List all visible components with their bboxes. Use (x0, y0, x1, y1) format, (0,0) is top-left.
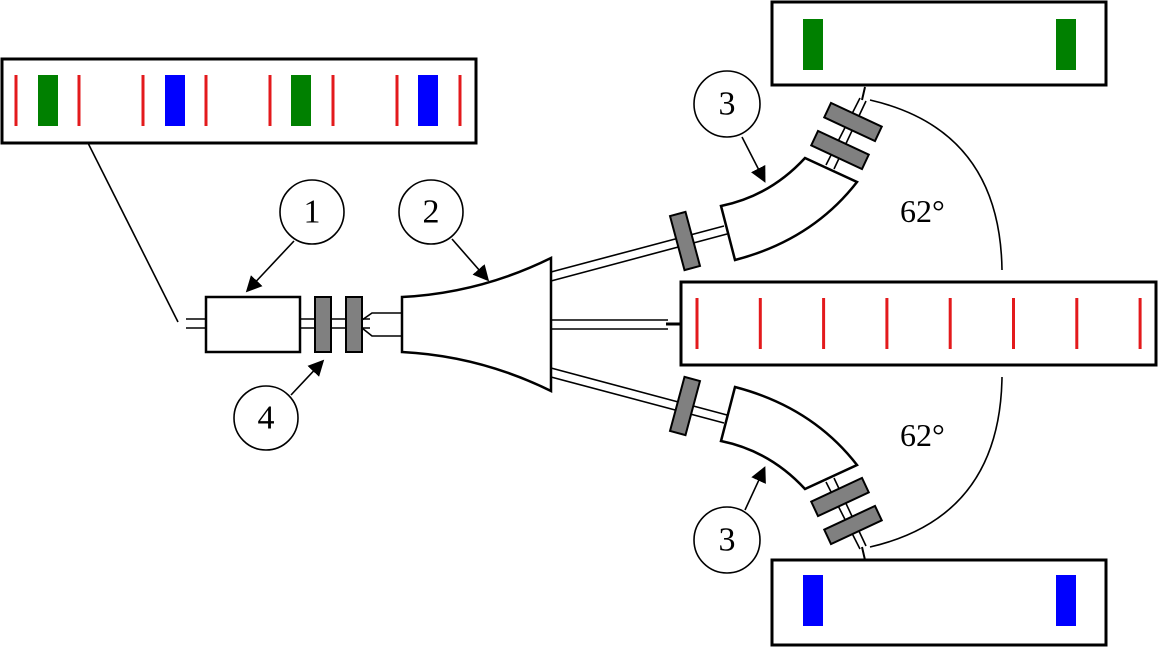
lower-branch-pipe (550, 367, 728, 424)
callout-4: 4 (233, 385, 299, 451)
callout-4-arrow (290, 359, 325, 396)
top-output-panel (770, 0, 1108, 87)
center-output-box (679, 280, 1158, 367)
top-green-mark (803, 19, 823, 70)
separator-horn (400, 255, 553, 394)
bottom-output-box (770, 558, 1108, 647)
center-red-mark (695, 298, 699, 349)
center-pipe (551, 319, 681, 330)
input-blue-mark (418, 75, 438, 126)
source-module (204, 295, 302, 354)
nozzle (361, 312, 402, 337)
top-output-box (770, 0, 1108, 87)
input-red-mark (268, 75, 272, 126)
center-red-mark (885, 298, 889, 349)
input-red-mark (77, 75, 81, 126)
input-pipe (186, 318, 207, 329)
input-leader-line (87, 142, 179, 323)
input-sequence-marks (14, 75, 462, 126)
upper-angle-label: 62° (900, 193, 945, 229)
lower-exit-gate-b (822, 504, 884, 546)
input-red-mark (395, 75, 399, 126)
input-red-mark (204, 75, 208, 126)
input-red-mark (458, 75, 462, 126)
lower-bender (719, 385, 859, 491)
input-red-mark (14, 75, 18, 126)
callout-1: 1 (279, 179, 345, 245)
lower-exit-gate-a (809, 476, 871, 518)
upper-exit-gate-b (822, 101, 884, 143)
bottom-blue-mark (1056, 575, 1076, 626)
callout-3-top-arrow (741, 136, 766, 183)
callout-3-top-label: 3 (719, 86, 736, 123)
gate-4a (314, 296, 332, 353)
center-red-mark (758, 298, 762, 349)
bottom-output-marks (803, 575, 1076, 626)
input-blue-mark (165, 75, 185, 126)
center-red-mark (1012, 298, 1015, 349)
input-green-mark (38, 75, 58, 126)
input-sequence-panel (0, 57, 478, 145)
upper-angle-arc (869, 99, 1003, 271)
input-red-mark (331, 75, 335, 126)
callout-1-arrow (245, 240, 295, 293)
input-sequence-box (0, 57, 478, 145)
top-green-mark (1056, 19, 1076, 70)
gate-4b (345, 296, 363, 353)
upper-exit-gate-a (809, 129, 871, 171)
upper-bender (719, 156, 859, 262)
lower-angle-arc (869, 376, 1003, 548)
callout-4-label: 4 (258, 400, 275, 437)
callout-2-arrow (451, 238, 490, 282)
callout-3-bottom-label: 3 (719, 522, 736, 559)
center-red-mark (822, 298, 826, 349)
callout-2-label: 2 (423, 194, 440, 231)
center-red-mark (1075, 298, 1079, 349)
callout-3-bottom-arrow (744, 466, 766, 511)
center-red-mark (948, 298, 952, 349)
input-green-mark (291, 75, 311, 126)
bottom-output-panel (770, 558, 1108, 647)
upper-branch-pipe (550, 225, 728, 282)
center-output-panel (679, 280, 1158, 367)
callout-1-label: 1 (304, 194, 321, 231)
callout-2: 2 (398, 179, 464, 245)
top-output-marks (803, 19, 1076, 70)
upper-branch-gate (668, 210, 702, 272)
input-red-mark (141, 75, 145, 126)
lower-branch-gate (668, 375, 702, 437)
center-red-mark (1138, 298, 1142, 349)
callout-3-bottom: 3 (693, 506, 761, 574)
center-output-marks (695, 298, 1142, 349)
callout-3-top: 3 (693, 70, 761, 138)
bottom-blue-mark (803, 575, 823, 626)
lower-angle-label: 62° (900, 417, 945, 453)
